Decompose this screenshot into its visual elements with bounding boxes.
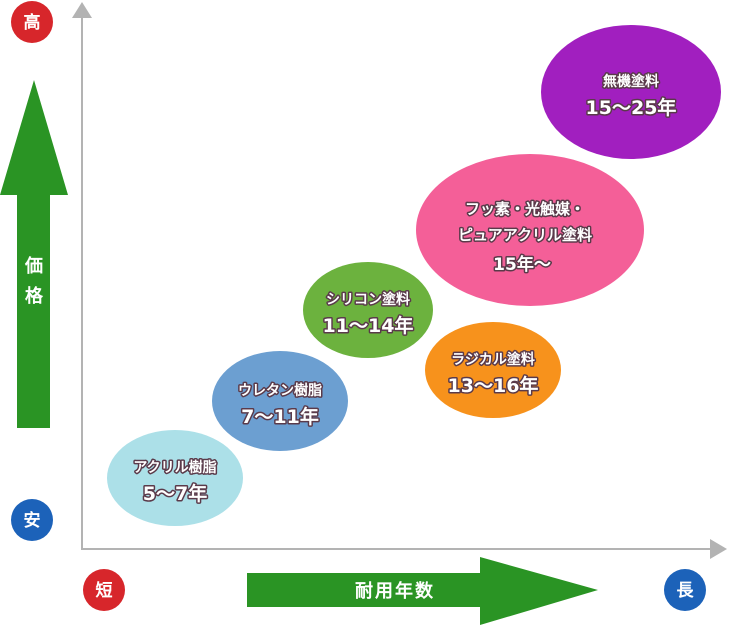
price-label-2: 格 <box>25 285 44 307</box>
item-fluorine-name-2: ピュアアクリル塗料 <box>458 226 592 244</box>
price-arrow: 価 格 <box>0 80 68 428</box>
badge-low: 安 <box>11 499 53 541</box>
item-radical-name: ラジカル塗料 <box>451 351 535 368</box>
badge-low-text: 安 <box>24 510 41 531</box>
item-inorganic-years: 15〜25年 <box>586 96 677 119</box>
item-radical-years: 13〜16年 <box>448 374 539 397</box>
item-radical: ラジカル塗料 13〜16年 <box>425 322 561 418</box>
badge-short-text: 短 <box>96 580 113 601</box>
item-urethane-name: ウレタン樹脂 <box>238 382 322 399</box>
item-silicone: シリコン塗料 11〜14年 <box>303 262 433 358</box>
item-urethane-years: 7〜11年 <box>241 405 319 428</box>
item-inorganic: 無機塗料 15〜25年 <box>541 25 721 159</box>
item-acrylic-years: 5〜7年 <box>143 482 207 505</box>
badge-high-text: 高 <box>24 12 41 33</box>
badge-long: 長 <box>664 569 706 611</box>
item-silicone-years: 11〜14年 <box>323 314 414 337</box>
item-fluorine-years: 15年〜 <box>493 254 551 275</box>
x-axis-arrowhead <box>710 539 727 559</box>
price-label-1: 価 <box>24 255 43 277</box>
duration-arrow: 耐用年数 <box>247 557 598 625</box>
item-urethane: ウレタン樹脂 7〜11年 <box>212 351 348 451</box>
item-acrylic: アクリル樹脂 5〜7年 <box>107 430 243 526</box>
item-fluorine-name-1: フッ素・光触媒・ <box>465 200 585 218</box>
item-silicone-name: シリコン塗料 <box>326 291 410 308</box>
item-acrylic-name: アクリル樹脂 <box>133 459 216 476</box>
item-fluorine: フッ素・光触媒・ ピュアアクリル塗料 15年〜 <box>416 154 644 306</box>
y-axis-arrowhead <box>72 2 92 18</box>
item-inorganic-name: 無機塗料 <box>603 73 659 90</box>
duration-label: 耐用年数 <box>355 580 435 602</box>
badge-short: 短 <box>83 569 125 611</box>
badge-long-text: 長 <box>677 581 695 601</box>
badge-high: 高 <box>11 1 53 43</box>
